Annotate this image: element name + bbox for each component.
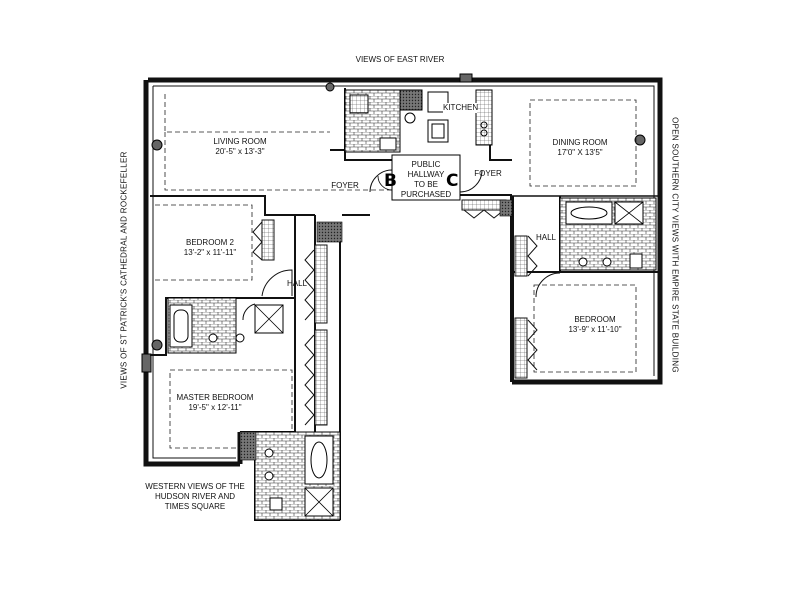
view-southwest-line2: HUDSON RIVER AND: [154, 492, 235, 501]
columns: [141, 73, 646, 373]
door-swings: [242, 169, 561, 321]
room-dashed-outlines: [155, 94, 637, 449]
living-room-size: 20'-5" x 13'-3": [215, 147, 265, 156]
structural-blocks: [239, 199, 513, 461]
view-north-label: VIEWS OF EAST RIVER: [355, 55, 445, 64]
foyer-left-label: FOYER: [331, 181, 359, 190]
hall-left-label: HALL: [286, 279, 307, 288]
view-southwest-label: WESTERN VIEWS OF THE HUDSON RIVER AND TI…: [130, 482, 260, 512]
public-hallway: [377, 154, 461, 201]
view-southwest-line3: TIMES SQUARE: [164, 502, 226, 511]
bedroom-2-name: BEDROOM 2: [185, 238, 234, 247]
bedroom-name: BEDROOM: [574, 315, 616, 324]
public-hallway-line3: TO BE: [414, 180, 438, 189]
kitchen-label: KITCHEN: [443, 103, 479, 113]
public-hallway-line4: PURCHASED: [400, 190, 452, 199]
view-west-label: VIEWS OF ST PATRICK'S CATHEDRAL AND ROCK…: [119, 151, 129, 389]
public-hallway-label: PUBLIC HALLWAY TO BE PURCHASED: [398, 160, 454, 200]
unit-c-marker: C: [446, 171, 459, 191]
fixtures: [208, 112, 643, 511]
master-bedroom-name: MASTER BEDROOM: [176, 393, 254, 402]
master-bedroom-size: 19'-5" x 12'-11": [188, 403, 242, 412]
bedroom-2-size: 13'-2" x 11'-11": [183, 248, 237, 257]
view-southwest-line1: WESTERN VIEWS OF THE: [145, 482, 245, 491]
view-east-label: OPEN SOUTHERN CITY VIEWS WITH EMPIRE STA…: [670, 117, 680, 373]
bedroom-2-label: BEDROOM 2 13'-2" x 11'-11": [170, 238, 250, 258]
closets: [252, 199, 538, 426]
foyer-right-label: FOYER: [474, 169, 502, 178]
dining-room-size: 17'0" X 13'5": [557, 148, 603, 157]
master-bedroom-label: MASTER BEDROOM 19'-5" x 12'-11": [170, 393, 260, 413]
dining-room-name: DINING ROOM: [552, 138, 608, 147]
hall-right-label: HALL: [535, 233, 556, 242]
living-room-label: LIVING ROOM 20'-5" x 13'-3": [190, 137, 290, 157]
public-hallway-line2: HALLWAY: [407, 170, 445, 179]
living-room-name: LIVING ROOM: [213, 137, 267, 146]
bedroom-label: BEDROOM 13'-9" x 11'-10": [555, 315, 635, 335]
public-hallway-line1: PUBLIC: [411, 160, 441, 169]
dining-room-label: DINING ROOM 17'0" X 13'5": [540, 138, 620, 158]
unit-b-marker: B: [384, 171, 397, 191]
bedroom-size: 13'-9" x 11'-10": [568, 325, 622, 334]
